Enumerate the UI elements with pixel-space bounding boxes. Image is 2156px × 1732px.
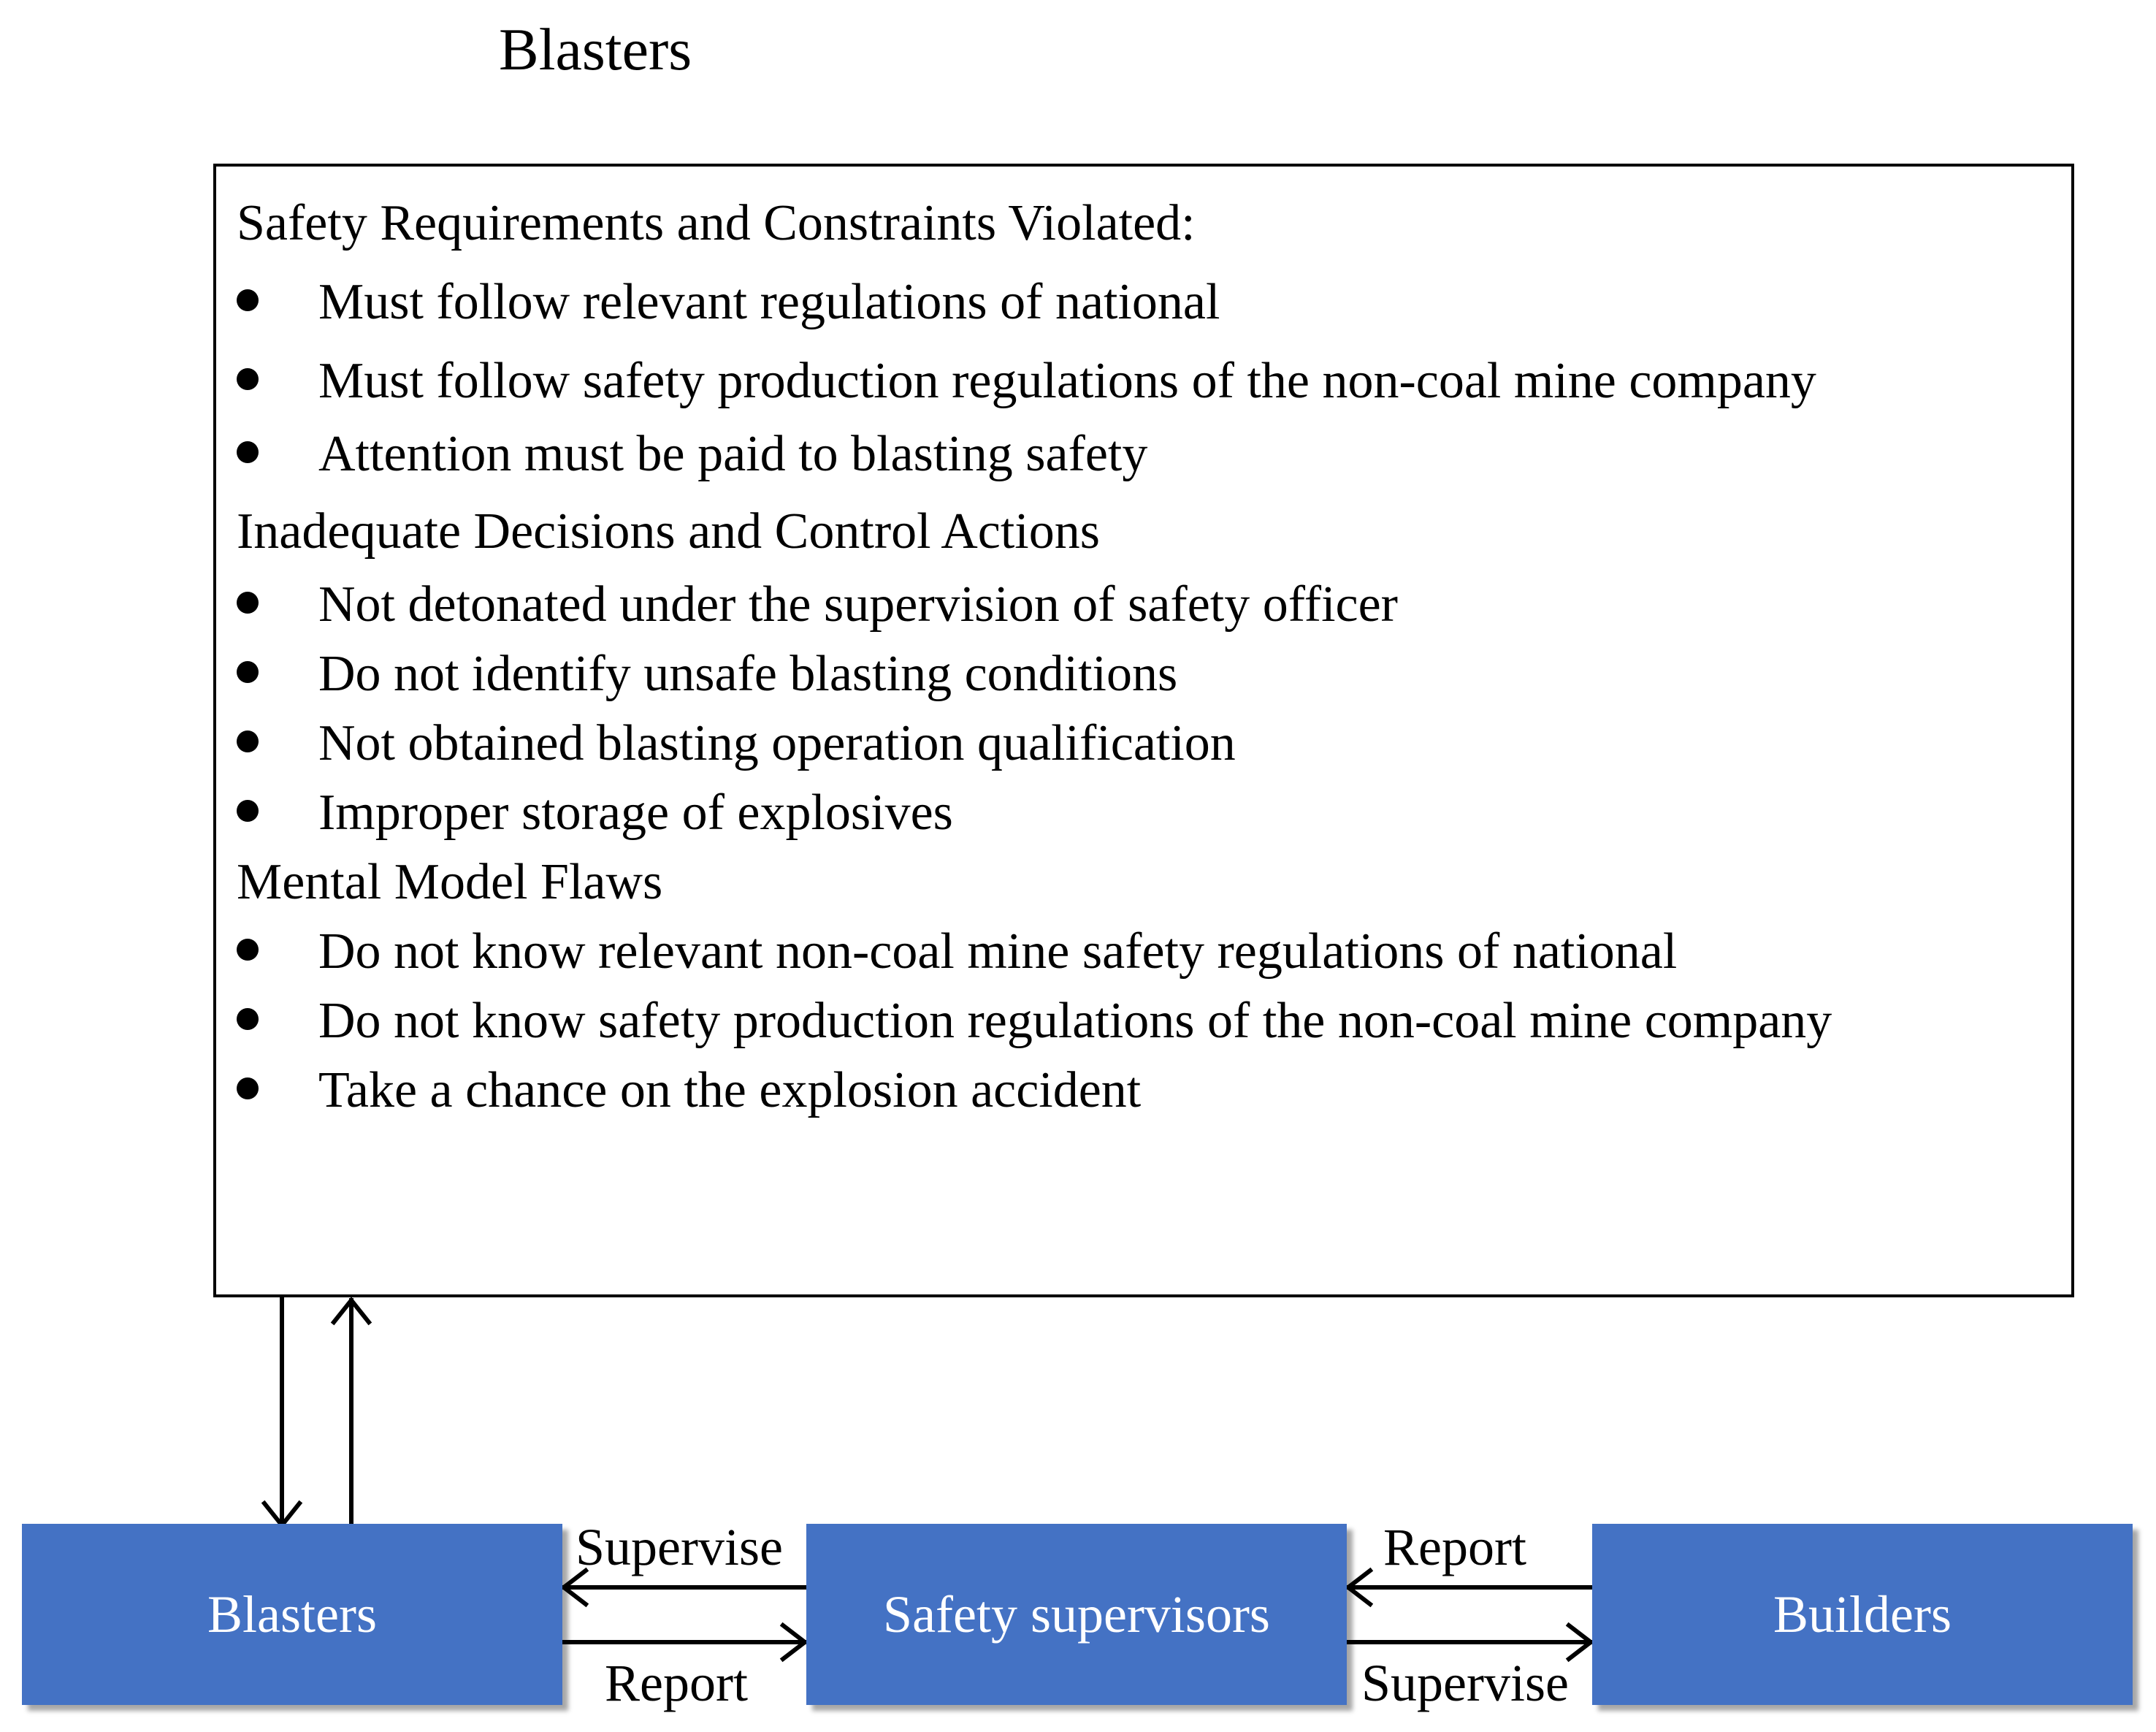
arrow-builders-to-supervisors [1345,1567,1594,1608]
section-heading-safety-requirements: Safety Requirements and Constraints Viol… [237,195,1196,251]
bullet-icon [237,800,259,822]
node-builders: Builders [1592,1524,2133,1705]
section-heading-mental-model-flaws: Mental Model Flaws [237,854,663,910]
bullet-icon [237,289,259,311]
bullet-icon [237,441,259,463]
bullet-icon [237,730,259,752]
list-item-text: Take a chance on the explosion accident [318,1062,1142,1118]
edge-label-supervise-left: Supervise [576,1518,783,1576]
arrow-blasters-to-supervisors [562,1622,808,1663]
arrow-supervisors-to-blasters [560,1567,808,1608]
bullet-icon [237,939,259,961]
list-item-text: Must follow safety production regulation… [318,353,1816,409]
list-item-text: Not detonated under the supervision of s… [318,576,1398,633]
bullet-icon [237,592,259,614]
list-item-text: Do not know relevant non-coal mine safet… [318,923,1678,980]
node-safety-supervisors: Safety supervisors [806,1524,1347,1705]
blasters-analysis-panel: Safety Requirements and Constraints Viol… [213,164,2074,1297]
edge-label-report-left: Report [605,1654,748,1712]
diagram-title: Blasters [499,16,692,83]
section-heading-inadequate-decisions: Inadequate Decisions and Control Actions [237,503,1100,560]
list-item-text: Improper storage of explosives [318,785,953,841]
list-item-text: Do not know safety production regulation… [318,993,1832,1049]
bullet-icon [237,368,259,390]
edge-label-report-right: Report [1383,1518,1526,1576]
list-item-text: Must follow relevant regulations of nati… [318,274,1220,330]
arrow-supervisors-to-builders [1346,1622,1594,1663]
list-item-text: Not obtained blasting operation qualific… [318,715,1236,771]
bullet-icon [237,1008,259,1030]
arrow-panel-to-blasters [261,1297,303,1529]
node-blasters: Blasters [22,1524,562,1705]
bullet-icon [237,1077,259,1099]
arrow-blasters-to-panel [330,1297,372,1527]
edge-label-supervise-right: Supervise [1361,1654,1569,1712]
list-item-text: Attention must be paid to blasting safet… [318,426,1148,482]
list-item-text: Do not identify unsafe blasting conditio… [318,646,1178,702]
bullet-icon [237,661,259,683]
